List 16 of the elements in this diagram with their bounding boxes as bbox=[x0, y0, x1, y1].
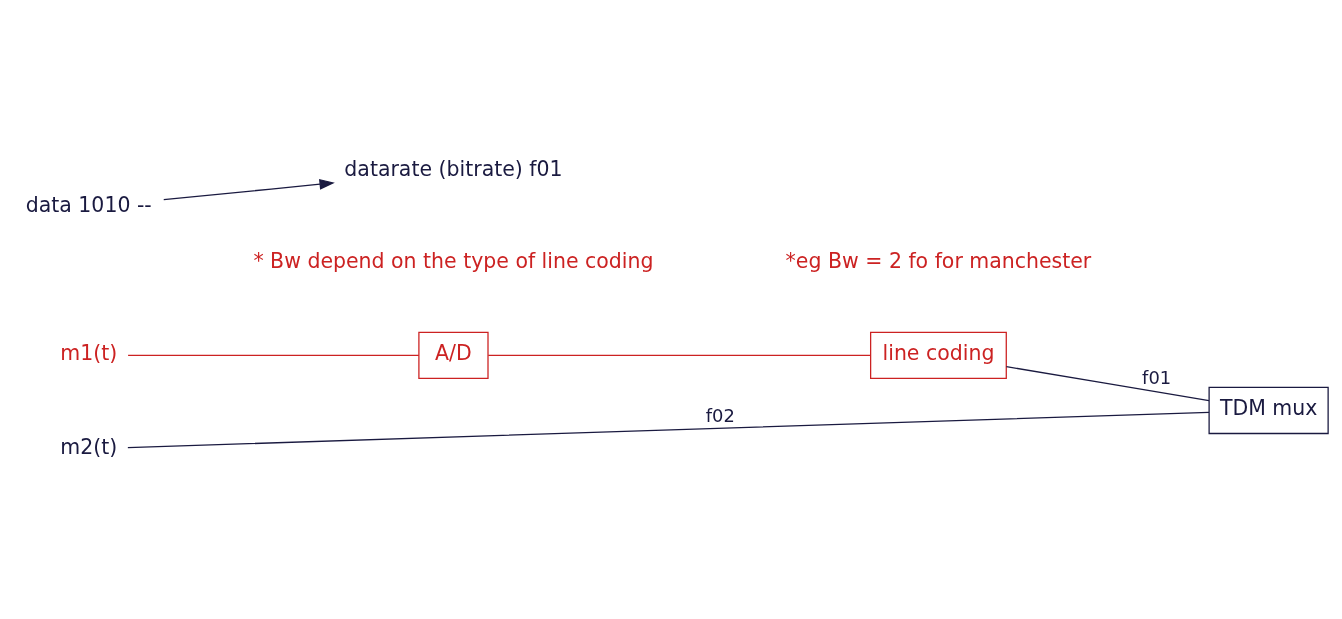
label: *eg Bw = 2 fo for manchester bbox=[785, 248, 1092, 273]
node-box: A/D bbox=[418, 331, 489, 379]
connector bbox=[487, 354, 872, 356]
node-box: line coding bbox=[870, 331, 1007, 379]
node-text: datarate (bitrate) f01 bbox=[344, 156, 563, 181]
edge-label: f02 bbox=[705, 404, 735, 426]
connector bbox=[127, 354, 420, 356]
connector bbox=[127, 411, 1210, 448]
arrow bbox=[163, 178, 335, 200]
node-text: data 1010 -- bbox=[25, 192, 152, 217]
node-box: TDM mux bbox=[1208, 386, 1329, 434]
node-text: m1(t) bbox=[60, 340, 118, 365]
label: * Bw depend on the type of line coding bbox=[253, 248, 654, 273]
connector bbox=[1005, 365, 1210, 401]
node-text: m2(t) bbox=[60, 434, 118, 459]
edge-label: f01 bbox=[1142, 366, 1172, 388]
